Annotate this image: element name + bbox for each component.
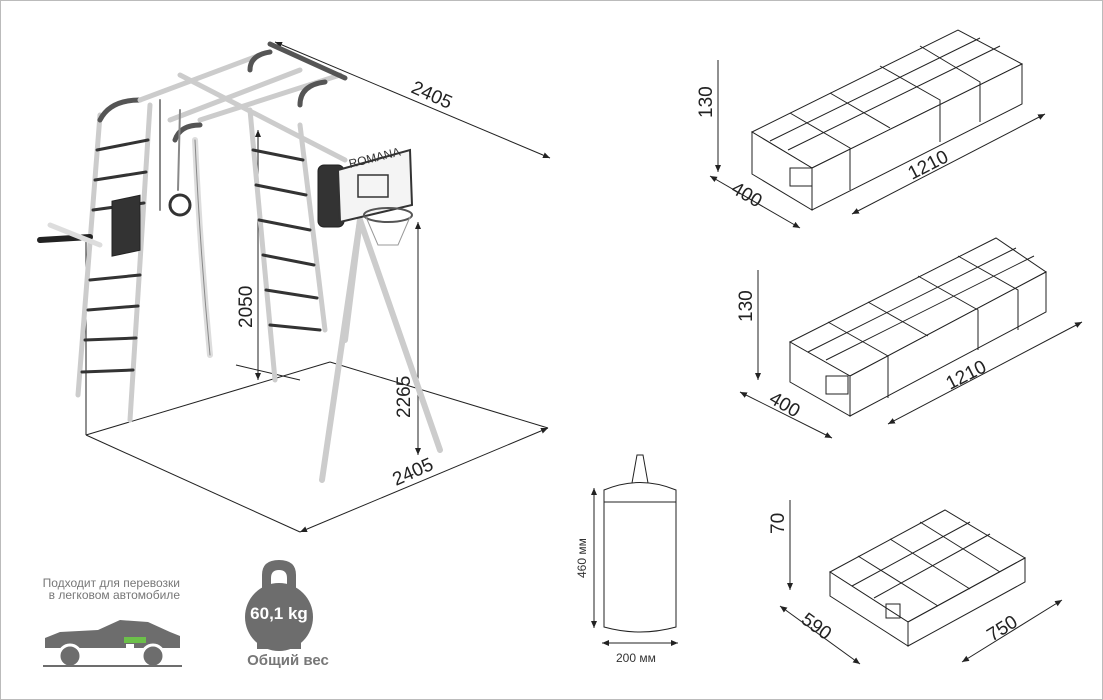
package-box-3 bbox=[779, 500, 1063, 665]
package-box-2 bbox=[739, 237, 1083, 439]
package-2-width: 400 bbox=[766, 388, 804, 422]
package-3-height: 70 bbox=[768, 513, 789, 534]
package-2-height: 130 bbox=[736, 290, 757, 322]
package-box-1 bbox=[709, 29, 1046, 229]
car-icon bbox=[43, 620, 182, 669]
car-transport-text: Подходит для перевозки в легковом автомо… bbox=[42, 576, 180, 602]
punching-bag-drawing bbox=[591, 454, 678, 646]
package-1-height: 130 bbox=[696, 86, 717, 118]
dimension-hoop-height: 2265 bbox=[394, 376, 415, 418]
dimension-bar-height: 2050 bbox=[236, 286, 257, 328]
kettlebell-icon bbox=[245, 560, 313, 651]
total-weight-value: 60,1 kg bbox=[250, 604, 308, 623]
total-weight-label: Общий вес bbox=[247, 652, 329, 669]
frame-structure bbox=[37, 41, 443, 483]
package-3-length: 750 bbox=[984, 612, 1022, 647]
package-3-width: 590 bbox=[797, 609, 835, 645]
package-1-width: 400 bbox=[728, 178, 766, 212]
punching-bag-width: 200 мм bbox=[616, 651, 656, 665]
punching-bag-height: 460 мм bbox=[575, 538, 589, 578]
sports-complex-drawing bbox=[85, 41, 551, 533]
